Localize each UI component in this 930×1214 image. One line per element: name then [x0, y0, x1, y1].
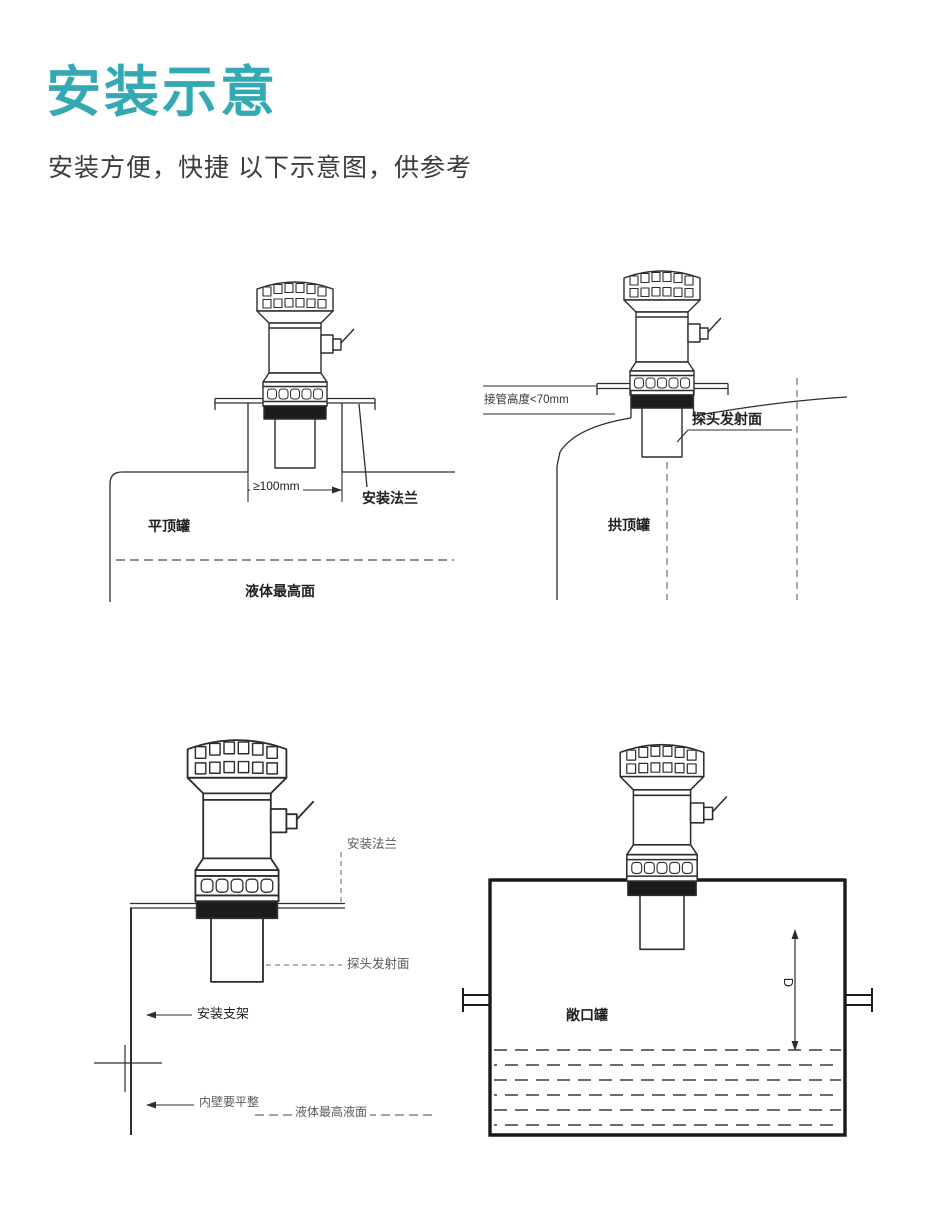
open-tank-diagram [462, 743, 873, 1137]
bracket-mount-diagram [94, 739, 437, 1135]
pipe-height-dimension [483, 385, 615, 415]
arch-top-tank-diagram [483, 270, 848, 600]
ultrasonic-sensor [623, 270, 722, 458]
tank-outline [109, 403, 455, 602]
mounting-bracket-label: 安装支架 [197, 1006, 250, 1021]
arch-top-tank-label: 拱顶罐 [608, 517, 650, 533]
ultrasonic-sensor [619, 743, 728, 951]
flat-top-tank-diagram [109, 281, 455, 602]
tank-outline [556, 390, 848, 600]
probe-emitting-surface-label: 探头发射面 [692, 411, 762, 427]
max-liquid-level-label: 液体最高面 [245, 583, 315, 599]
probe-emitting-surface-label: 探头发射面 [347, 957, 410, 971]
ultrasonic-sensor [256, 281, 355, 469]
liquid-fill-dashes [494, 1049, 841, 1126]
mounting-bracket [94, 908, 162, 1135]
max-liquid-level-label: 液体最高液面 [292, 1105, 371, 1120]
open-tank-label: 敞口罐 [566, 1007, 608, 1023]
flange-label: 安装法兰 [347, 837, 398, 851]
side-nozzles [462, 988, 873, 1012]
min-distance-dimension-label: ≥100mm [250, 479, 303, 494]
depth-dimension-label: D [781, 977, 797, 988]
page-title: 安装示意 [46, 61, 279, 123]
flat-top-tank-label: 平顶罐 [148, 518, 190, 534]
pipe-height-dimension-label: 接管高度<70mm [484, 394, 569, 406]
pointer-arrows [154, 1014, 194, 1106]
probe-axis-dashed-line [666, 378, 798, 600]
pointer-arrowheads [146, 1011, 156, 1109]
leader-lines [266, 852, 342, 966]
depth-dimension-arrow [791, 929, 799, 1051]
probe-surface-leader [676, 429, 792, 443]
page-subtitle: 安装方便，快捷 以下示意图，供参考 [48, 154, 472, 182]
flange-label: 安装法兰 [362, 490, 418, 506]
ultrasonic-sensor [186, 739, 315, 983]
flat-inner-wall-label: 内壁要平整 [199, 1095, 260, 1109]
